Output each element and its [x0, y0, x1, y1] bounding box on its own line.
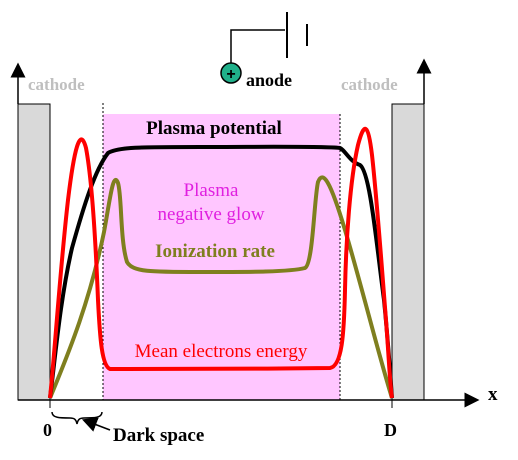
cathode-right-label: cathode: [341, 75, 398, 94]
anode-label: anode: [246, 70, 292, 90]
plasma-region: [103, 114, 340, 400]
dark-space-brace: [51, 411, 103, 425]
mean-energy-label: Mean electrons energy: [135, 341, 308, 362]
x-axis-label: x: [488, 384, 498, 405]
anode-wire: [230, 29, 285, 66]
dark-space-label: Dark space: [113, 425, 204, 446]
cathode-left-plate: [17, 103, 51, 401]
dark-space-arrow: [81, 417, 111, 432]
anode-terminal: [220, 62, 242, 84]
plasma-label-line1: Plasma: [184, 180, 239, 201]
ionization-rate-curve: [48, 175, 394, 399]
anode-plus-symbol: +: [226, 66, 235, 83]
cathode-left-label: cathode: [28, 75, 85, 94]
ionization-rate-label: Ionization rate: [155, 241, 275, 262]
plasma-potential-label: Plasma potential: [146, 118, 282, 139]
plasma-label-line2: negative glow: [157, 204, 264, 225]
d-label: D: [384, 420, 397, 440]
cathode-right-plate: [391, 103, 425, 401]
origin-label: 0: [43, 420, 52, 440]
mean-electron-energy-curve: [48, 127, 394, 399]
